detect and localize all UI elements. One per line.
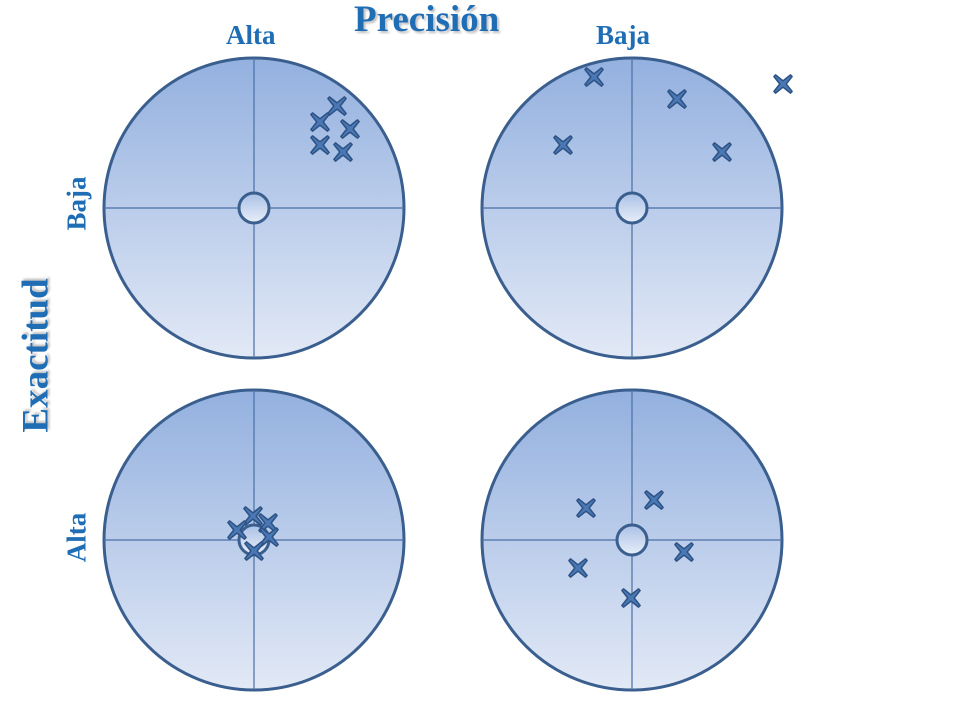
column-label-baja: Baja: [596, 20, 650, 50]
bullseye: [615, 523, 649, 557]
column-label-alta: Alta: [226, 20, 276, 50]
hit-x-icon: [584, 67, 604, 87]
hit-x-icon: [674, 542, 694, 562]
hit-x-icon: [327, 96, 347, 116]
precision-alta-exactitud-baja-target: [102, 56, 406, 360]
hit-x-icon: [667, 89, 687, 109]
precision-alta-exactitud-alta-target: [102, 388, 406, 692]
hit-x-icon: [227, 520, 247, 540]
hit-x-icon: [773, 74, 793, 94]
bullseye: [615, 191, 649, 225]
hit-x-icon: [553, 135, 573, 155]
hit-x-icon: [576, 498, 596, 518]
hit-x-icon: [310, 135, 330, 155]
precision-baja-exactitud-baja-target: [480, 56, 793, 360]
hit-x-icon: [568, 558, 588, 578]
hit-x-icon: [621, 588, 641, 608]
hit-x-icon: [244, 541, 264, 561]
hit-x-icon: [310, 112, 330, 132]
hit-x-icon: [340, 119, 360, 139]
hit-x-icon: [259, 527, 279, 547]
hit-x-icon: [644, 490, 664, 510]
precision-title: Precisión: [354, 0, 500, 40]
bullseye: [237, 191, 271, 225]
hit-x-icon: [243, 506, 263, 526]
hit-x-icon: [333, 142, 353, 162]
hit-x-icon: [712, 142, 732, 162]
precision-baja-exactitud-alta-target: [480, 388, 784, 692]
